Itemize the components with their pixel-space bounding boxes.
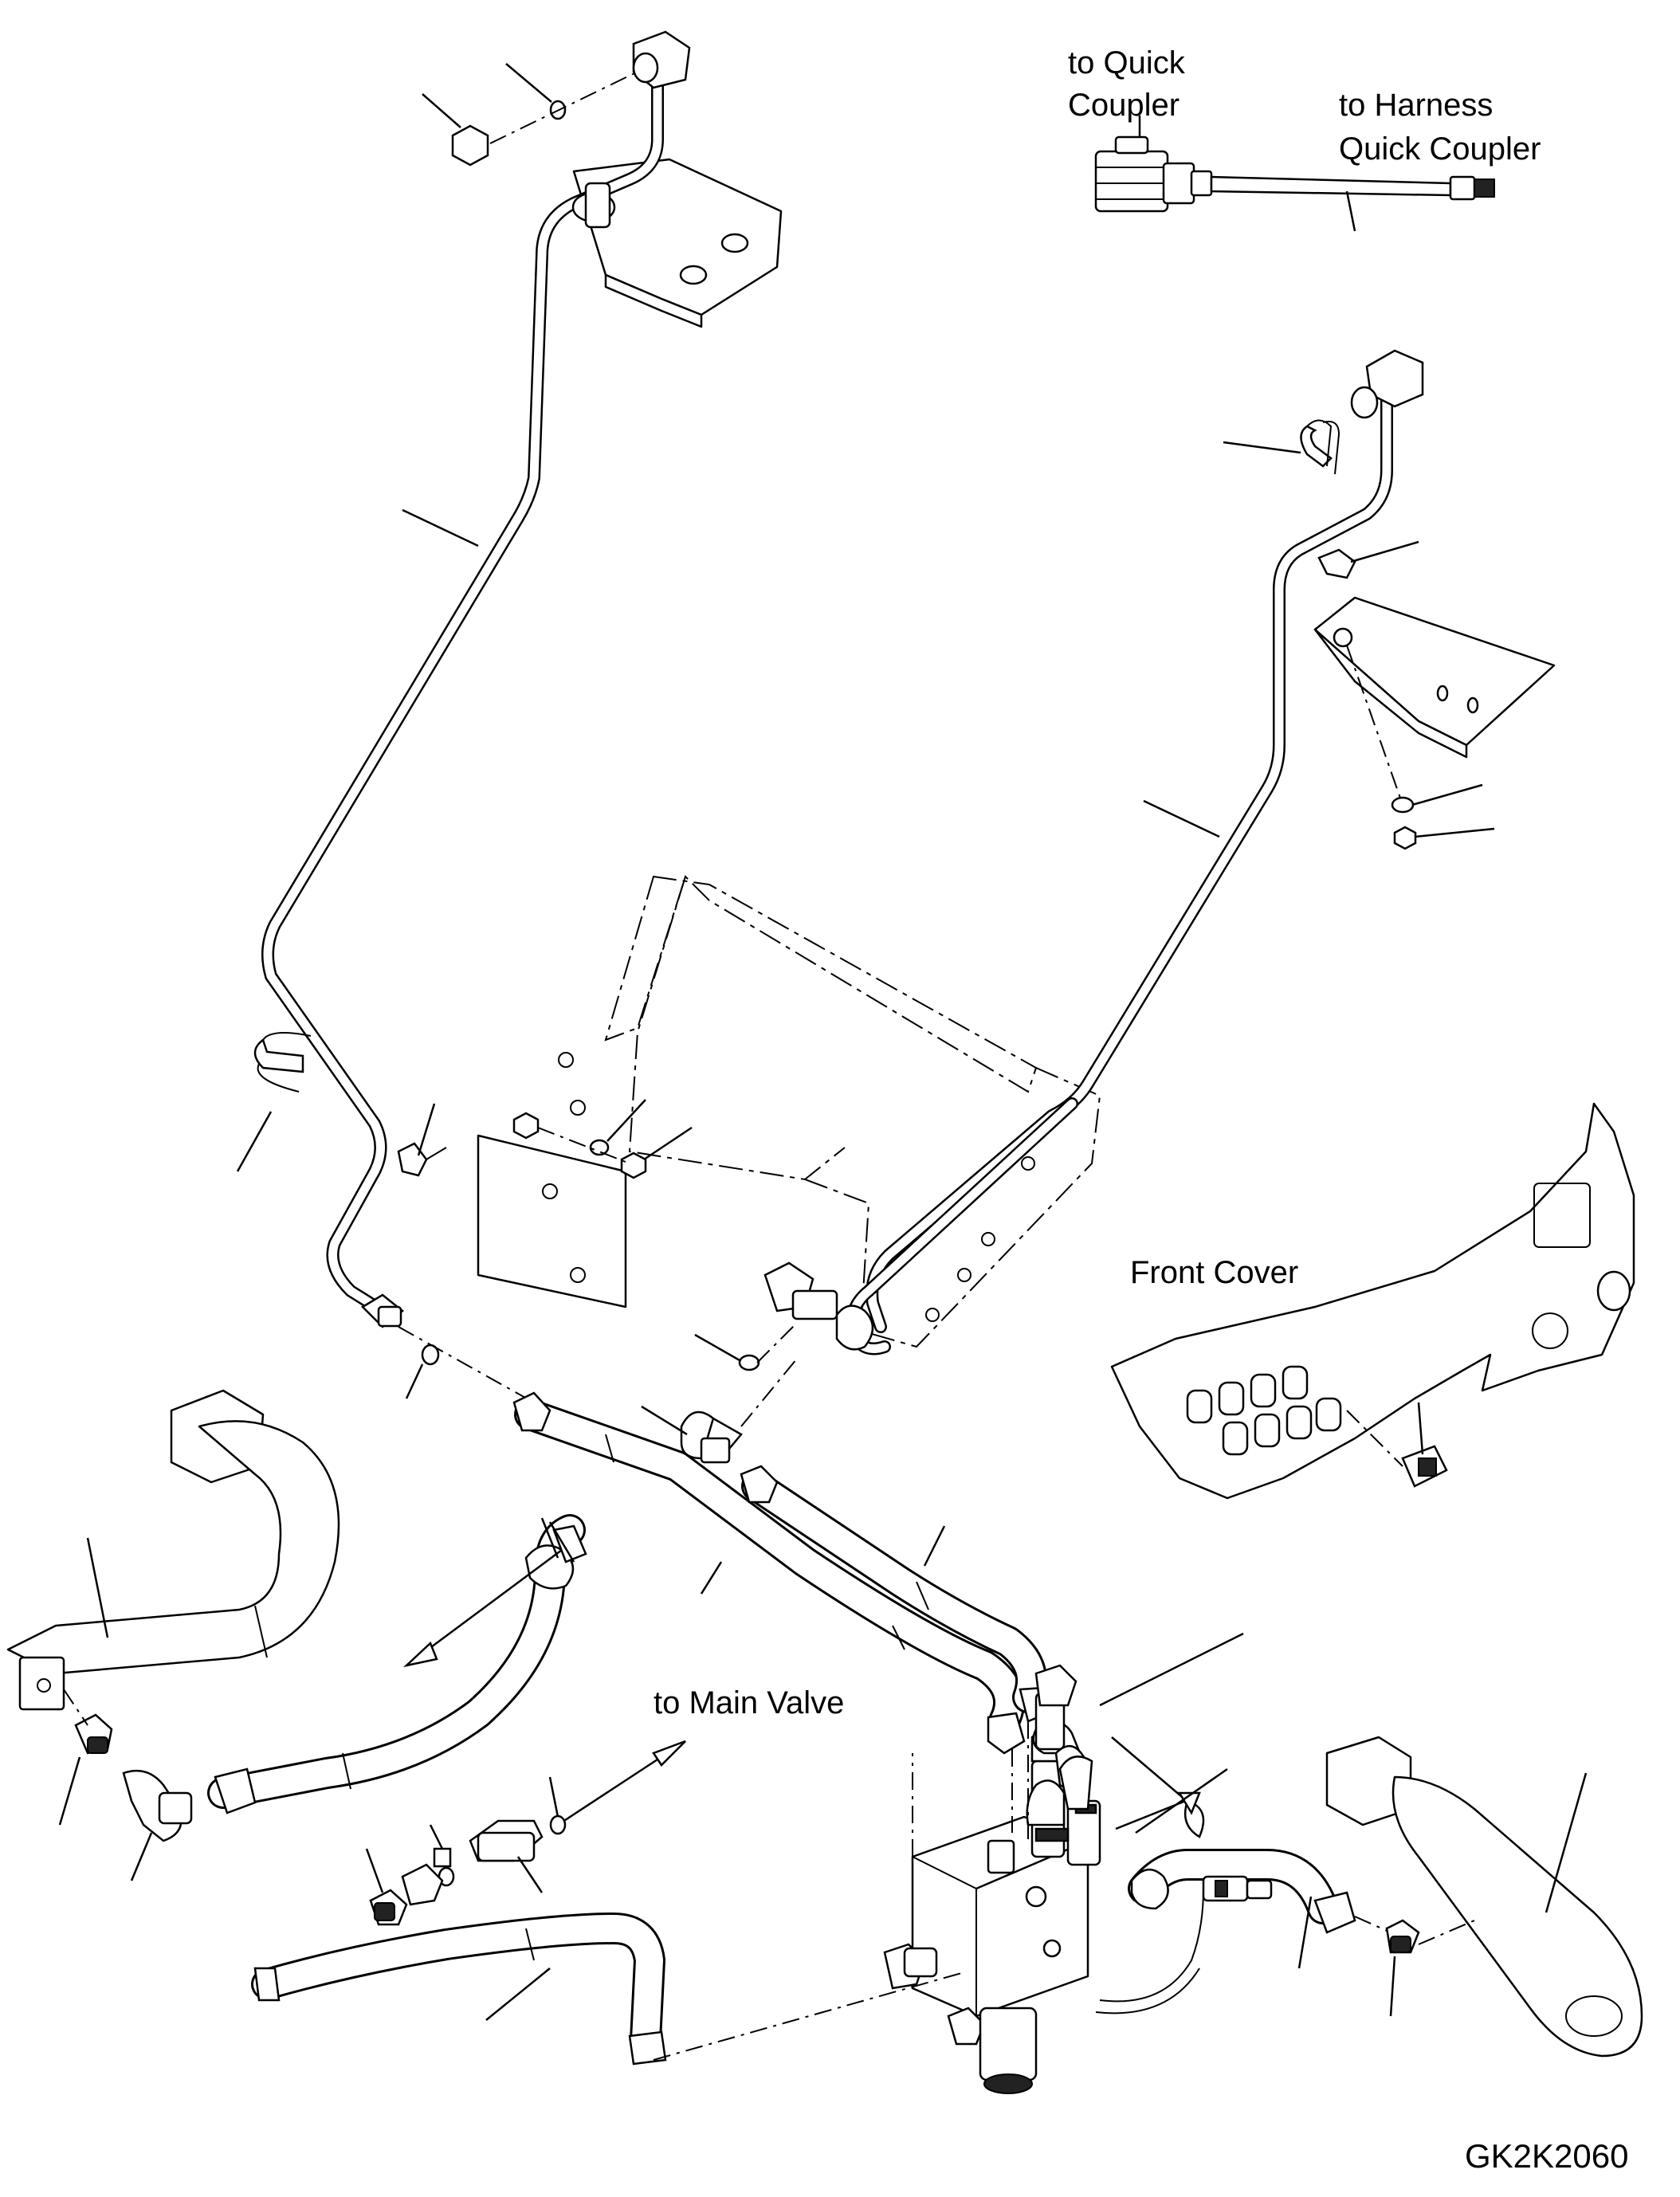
left-suction-hose <box>207 1514 587 1814</box>
arrow-to-valve <box>1115 1767 1228 1834</box>
right-tube-leader <box>1143 799 1220 838</box>
center-long-hose-right <box>740 1465 1050 1723</box>
to-harness-label-line2: Quick Coupler <box>1339 131 1541 167</box>
left-u-clamp <box>236 1032 447 1177</box>
left-steel-tube <box>261 61 664 1317</box>
right-tube-top-elbow <box>1350 349 1424 419</box>
top-nut-and-seal <box>422 63 638 167</box>
left-pump-adapters <box>58 1689 193 1881</box>
center-long-hose-left <box>512 1391 1026 1755</box>
left-upper-bracket <box>572 158 783 328</box>
right-steel-tube <box>835 384 1393 1355</box>
center-elbow-fittings <box>641 1261 838 1464</box>
lower-curved-hose <box>251 1913 667 2066</box>
to-harness-label-line1: to Harness <box>1339 88 1493 123</box>
valve-electrical-connector <box>1095 1875 1273 2015</box>
quick-coupler-harness: to Quick Coupler to Harness Quick Couple… <box>1068 45 1541 232</box>
front-cover: Front Cover <box>1110 1102 1635 1500</box>
to-quick-coupler-label-line2: Coupler <box>1068 88 1180 123</box>
right-pressure-hose <box>1128 1849 1420 2017</box>
front-cover-label: Front Cover <box>1130 1255 1298 1290</box>
lower-hose-to-valve-dash <box>653 1753 965 2061</box>
valve-elbow-fittings <box>1011 1632 1244 1841</box>
frame-bolt-washer-nut <box>512 1099 693 1179</box>
left-tube-top-elbow <box>571 30 691 229</box>
left-tube-end-fitting <box>360 1293 535 1403</box>
right-upper-bracket <box>1313 596 1556 850</box>
center-hose-leaders <box>700 1525 946 1595</box>
to-main-valve-group: to Main Valve <box>365 1685 844 1926</box>
left-tube-leader <box>402 508 479 547</box>
left-pump-flange-pipe <box>6 1389 340 1711</box>
right-u-clamp <box>1223 419 1419 579</box>
right-pump-flange-pipe <box>1325 1736 1643 2058</box>
control-valve-block <box>883 1726 1101 2094</box>
drawing-code: GK2K2060 <box>1465 2137 1629 2175</box>
to-quick-coupler-label-line1: to Quick <box>1068 45 1186 80</box>
to-main-valve-label: to Main Valve <box>654 1685 844 1720</box>
